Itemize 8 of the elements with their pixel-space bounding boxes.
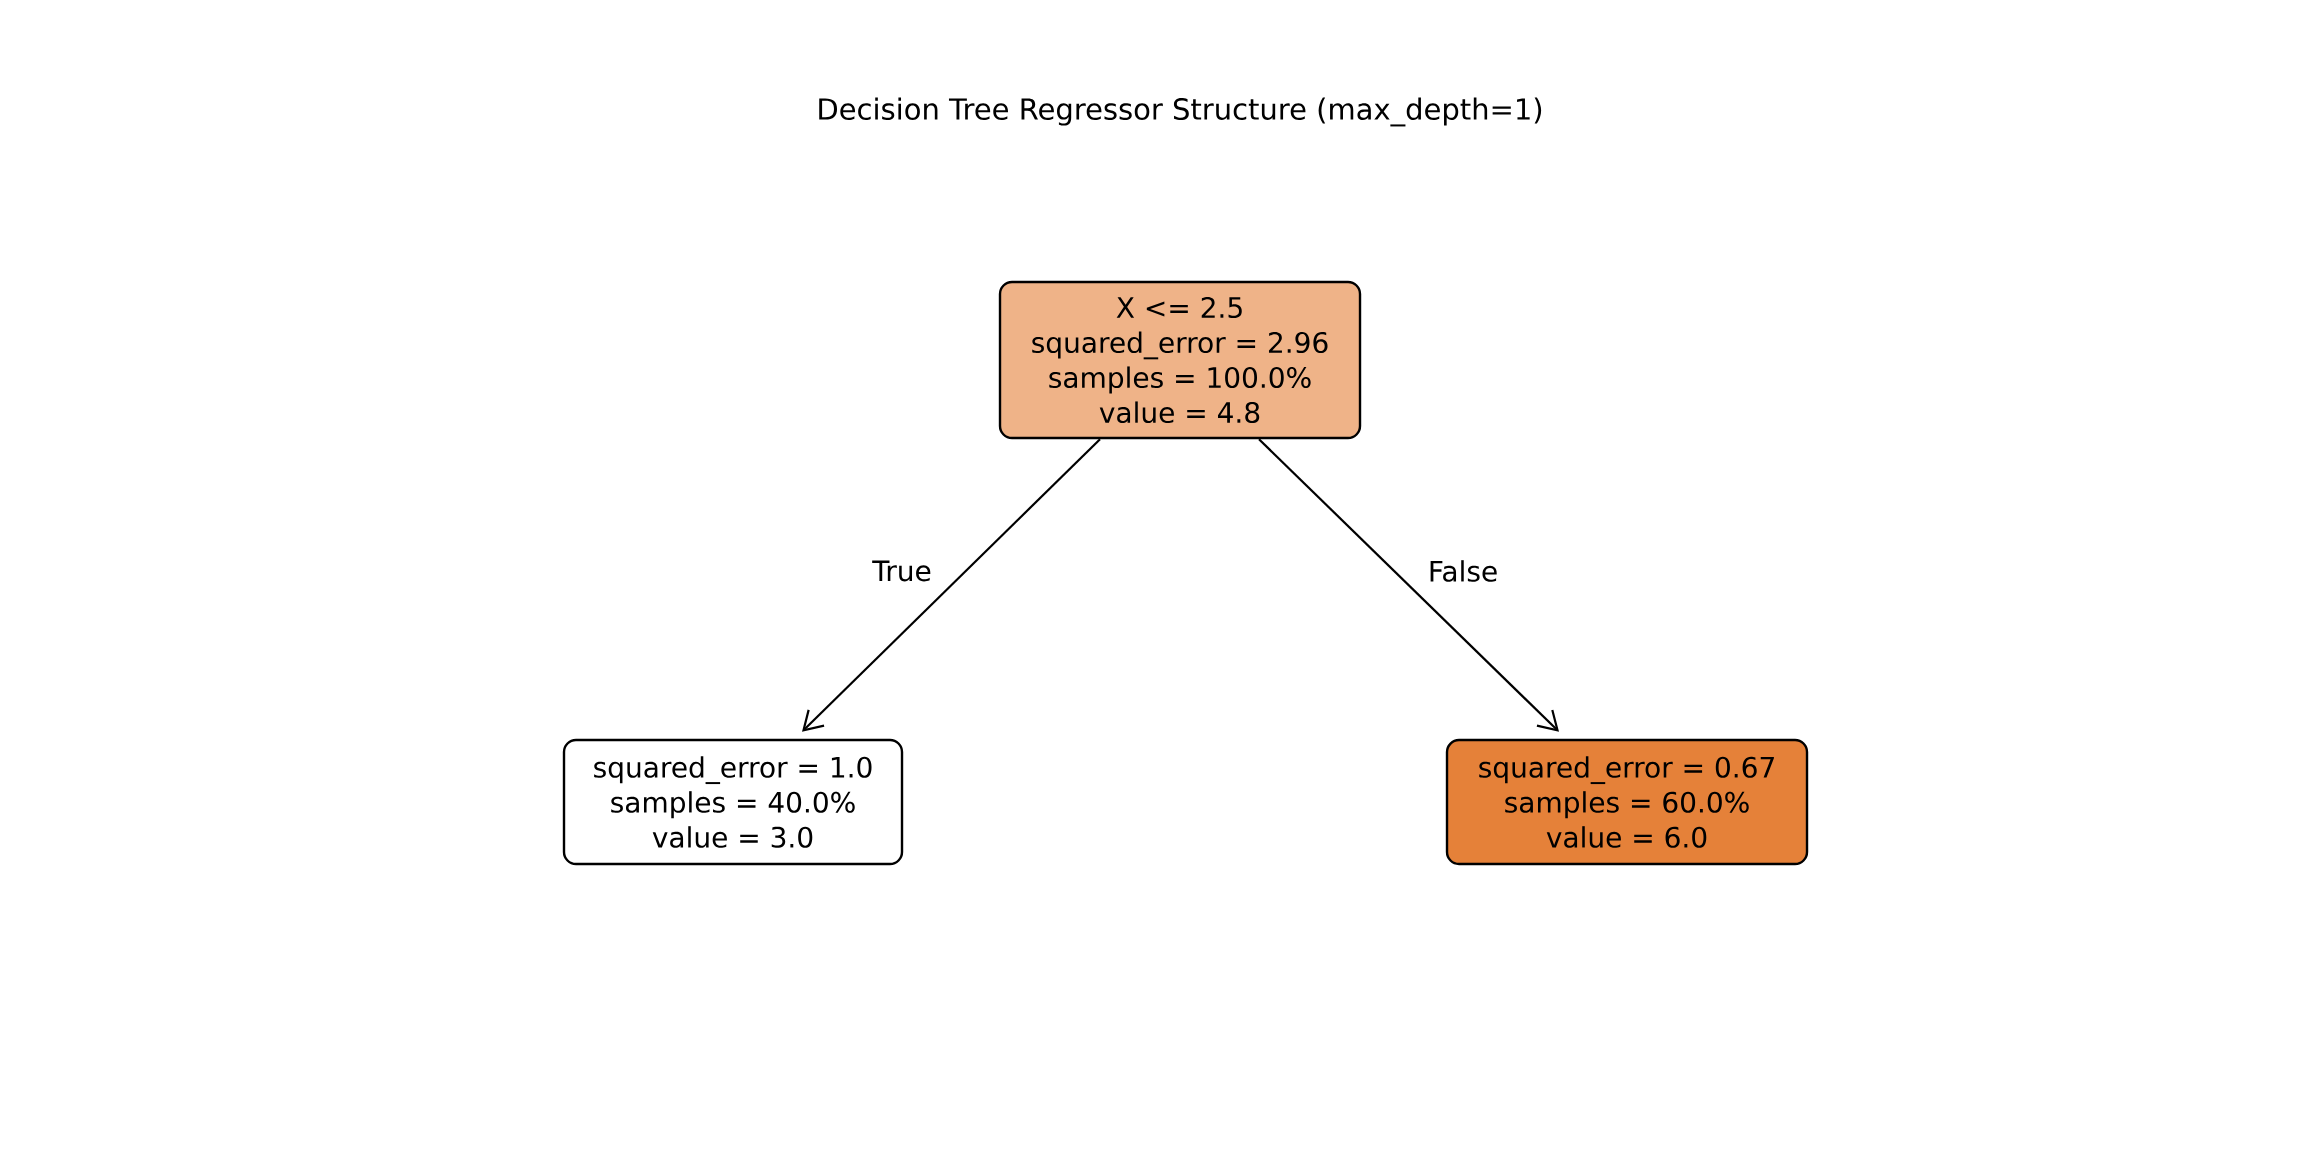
tree-node-box: squared_error = 0.67 samples = 60.0% value = 6.0 — [1445, 738, 1809, 866]
edge-label: False — [1425, 558, 1501, 584]
tree-node-box: squared_error = 1.0 samples = 40.0% value = 3.0 — [562, 738, 904, 866]
edge-label: True — [870, 558, 934, 584]
arrow — [802, 438, 1101, 732]
arrow — [1258, 438, 1559, 732]
tree-node-box: X <= 2.5 squared_error = 2.96 samples = 100.0% value = 4.8 — [998, 280, 1362, 440]
chart-title: Decision Tree Regressor Structure (max_depth=1) — [819, 97, 1542, 127]
